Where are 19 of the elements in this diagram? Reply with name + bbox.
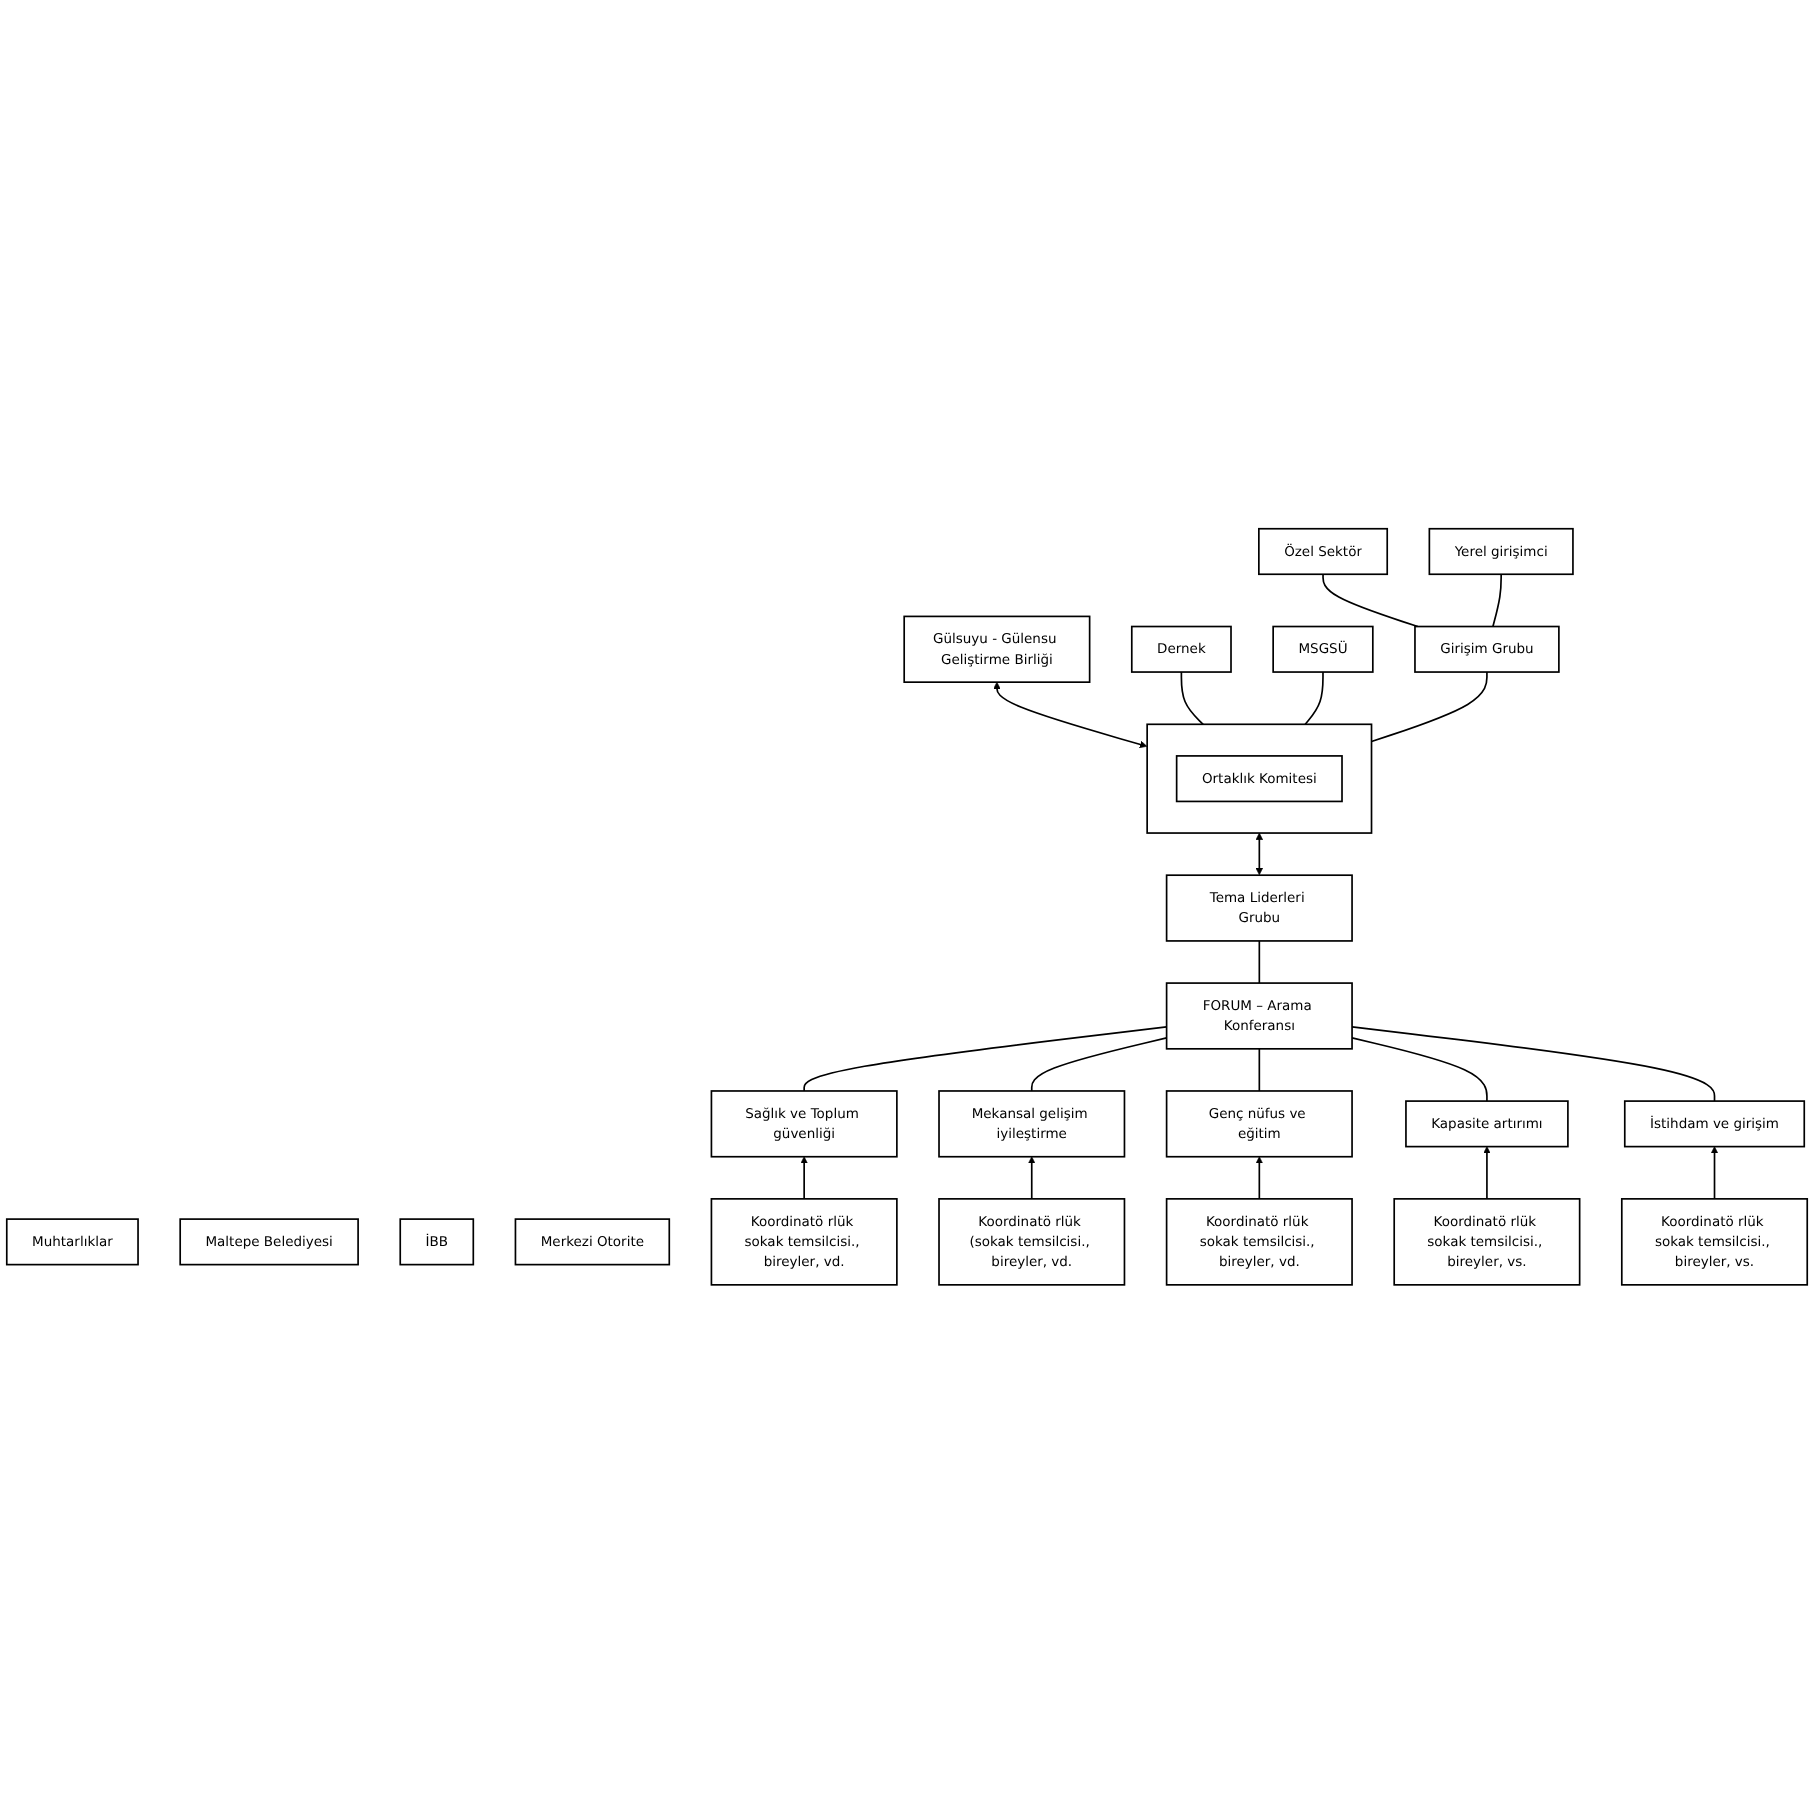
arrow (800, 1156, 808, 1200)
arrow (993, 682, 1148, 749)
arrow (1028, 1156, 1036, 1200)
connector (1304, 671, 1324, 726)
connector (1258, 940, 1261, 985)
arrow (1710, 1146, 1719, 1200)
cluster (1146, 723, 1373, 835)
arrow (1255, 1156, 1264, 1200)
connector (1030, 1037, 1168, 1092)
connector (1258, 1048, 1261, 1092)
arrow (1255, 832, 1264, 876)
connector (803, 1026, 1168, 1092)
connector (1351, 1026, 1716, 1103)
connector (1322, 573, 1419, 628)
connector (1370, 671, 1488, 743)
connector (1351, 1037, 1488, 1103)
connector (1180, 671, 1204, 726)
arrow (1483, 1146, 1491, 1200)
connector (1492, 573, 1502, 628)
